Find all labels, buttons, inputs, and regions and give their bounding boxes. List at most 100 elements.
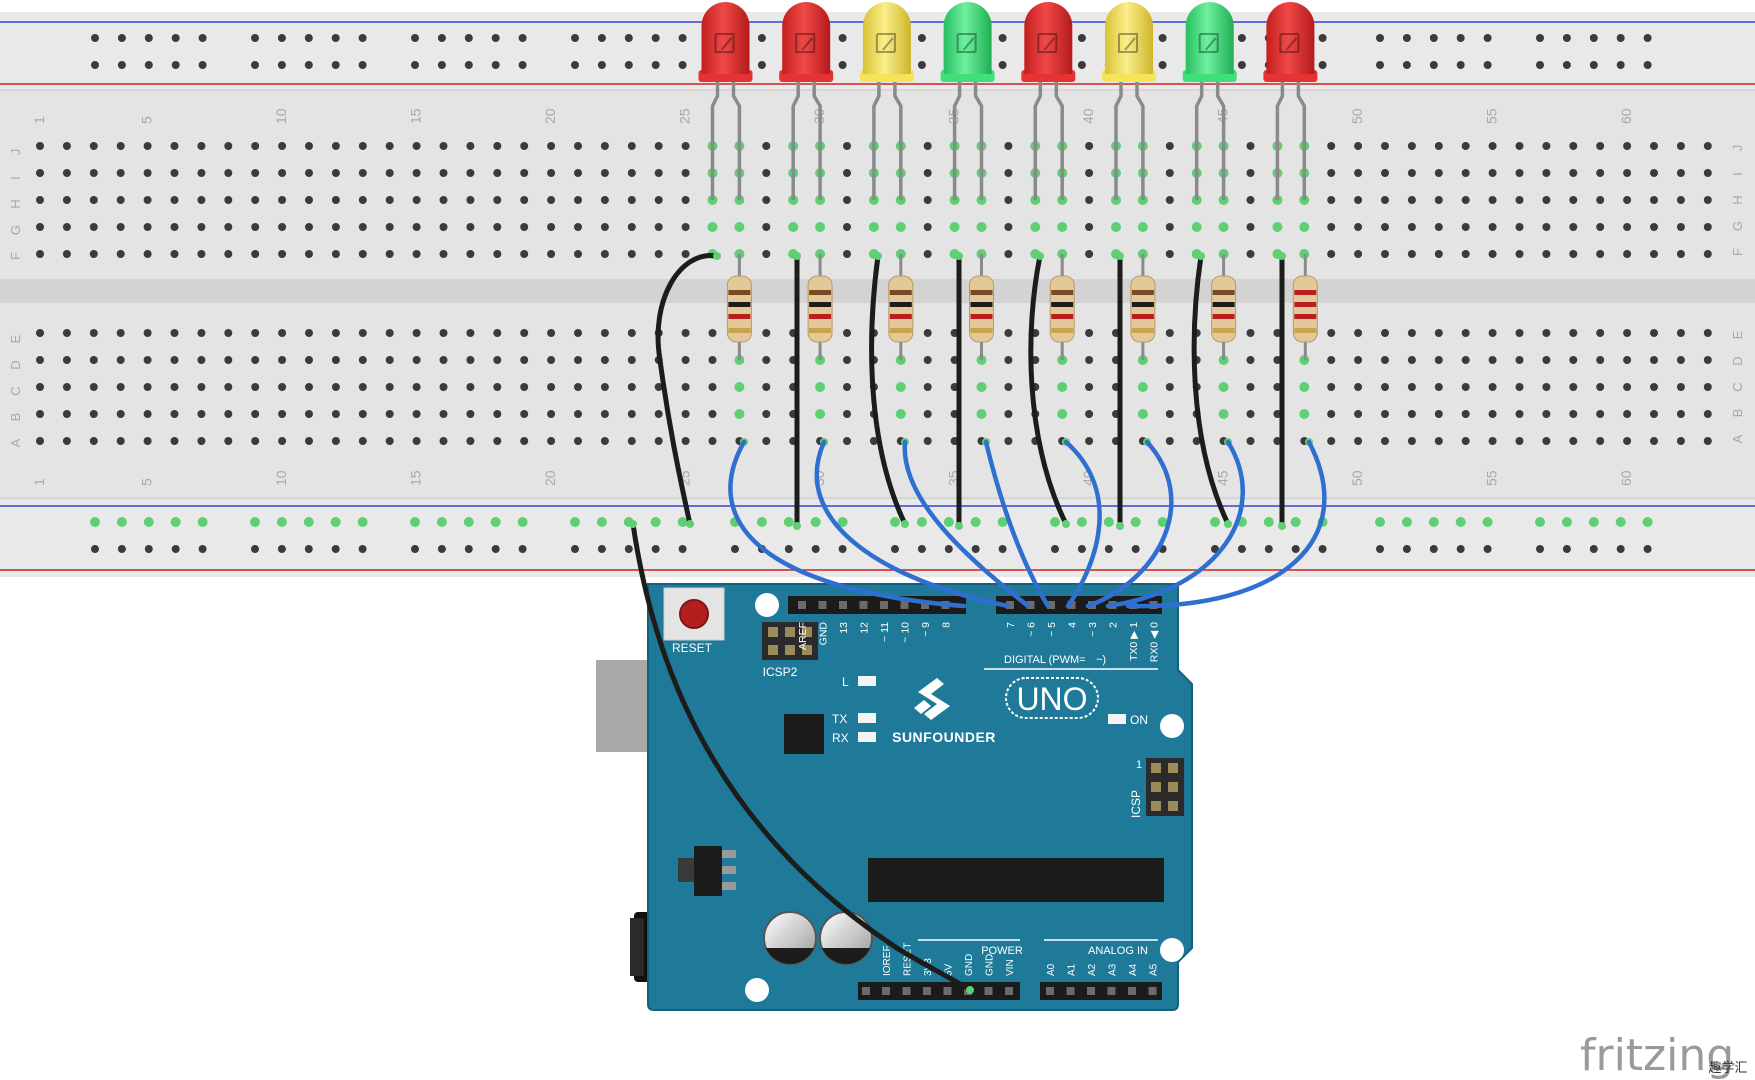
breadboard-hole[interactable]	[62, 169, 71, 177]
breadboard-hole[interactable]	[574, 356, 582, 364]
breadboard-hole[interactable]	[1381, 196, 1389, 204]
rail-hole[interactable]	[810, 517, 821, 527]
breadboard-hole[interactable]	[1488, 329, 1497, 337]
rail-hole[interactable]	[891, 545, 899, 553]
breadboard-hole[interactable]	[1085, 356, 1094, 364]
rail-hole[interactable]	[1483, 61, 1492, 69]
breadboard-hole[interactable]	[89, 196, 98, 204]
breadboard-hole[interactable]	[1623, 250, 1632, 258]
breadboard-hole[interactable]	[762, 383, 771, 391]
rail-hole[interactable]	[331, 545, 340, 553]
rail-hole[interactable]	[411, 545, 419, 553]
breadboard-hole[interactable]	[36, 329, 44, 337]
breadboard-hole[interactable]	[466, 142, 475, 150]
breadboard-hole[interactable]	[331, 356, 340, 364]
header-pin[interactable]	[900, 601, 909, 609]
breadboard-hole[interactable]	[1461, 437, 1470, 445]
rail-hole[interactable]	[358, 34, 367, 42]
breadboard-hole[interactable]	[1542, 142, 1551, 150]
breadboard-hole[interactable]	[1407, 410, 1416, 418]
breadboard-hole[interactable]	[1434, 196, 1443, 204]
breadboard-hole[interactable]	[681, 383, 690, 391]
breadboard-hole[interactable]	[815, 222, 826, 232]
header-pin[interactable]	[923, 987, 931, 995]
breadboard-hole[interactable]	[1246, 169, 1255, 177]
rail-hole[interactable]	[997, 517, 1008, 527]
breadboard-hole[interactable]	[681, 410, 690, 418]
rail-hole[interactable]	[331, 34, 340, 42]
breadboard-hole[interactable]	[1004, 196, 1013, 204]
rail-hole[interactable]	[463, 517, 474, 527]
breadboard-hole[interactable]	[520, 410, 529, 418]
breadboard-hole[interactable]	[762, 196, 771, 204]
header-pin[interactable]	[839, 601, 847, 609]
breadboard-hole[interactable]	[62, 356, 71, 364]
breadboard-hole[interactable]	[815, 382, 826, 392]
breadboard-hole[interactable]	[170, 356, 179, 364]
breadboard-hole[interactable]	[36, 437, 44, 445]
breadboard-hole[interactable]	[1515, 196, 1524, 204]
breadboard-hole[interactable]	[116, 329, 125, 337]
breadboard-hole[interactable]	[412, 196, 421, 204]
breadboard-hole[interactable]	[143, 142, 152, 150]
rail-hole[interactable]	[1076, 517, 1087, 527]
rail-hole[interactable]	[1210, 517, 1220, 527]
rail-hole[interactable]	[411, 34, 419, 42]
breadboard-hole[interactable]	[1407, 383, 1416, 391]
breadboard-hole[interactable]	[197, 142, 206, 150]
breadboard-hole[interactable]	[1461, 223, 1470, 231]
rail-hole[interactable]	[917, 34, 926, 42]
breadboard-hole[interactable]	[1381, 356, 1389, 364]
breadboard-hole[interactable]	[62, 410, 71, 418]
breadboard-hole[interactable]	[1327, 250, 1336, 258]
rail-hole[interactable]	[624, 34, 633, 42]
breadboard-hole[interactable]	[1703, 169, 1712, 177]
breadboard-hole[interactable]	[466, 169, 475, 177]
breadboard-hole[interactable]	[89, 329, 98, 337]
breadboard-hole[interactable]	[574, 329, 582, 337]
breadboard-hole[interactable]	[1381, 329, 1389, 337]
breadboard-hole[interactable]	[1596, 329, 1605, 337]
breadboard-hole[interactable]	[1137, 409, 1148, 419]
breadboard-hole[interactable]	[170, 410, 179, 418]
signal-wire[interactable]	[1105, 439, 1246, 609]
breadboard-hole[interactable]	[197, 329, 206, 337]
breadboard-hole[interactable]	[708, 329, 717, 337]
rail-hole[interactable]	[1131, 545, 1140, 553]
breadboard-hole[interactable]	[843, 356, 851, 364]
breadboard-hole[interactable]	[1085, 329, 1094, 337]
rail-hole[interactable]	[678, 61, 687, 69]
breadboard-hole[interactable]	[520, 250, 529, 258]
breadboard-hole[interactable]	[251, 383, 260, 391]
breadboard-hole[interactable]	[331, 437, 340, 445]
breadboard-hole[interactable]	[1246, 383, 1255, 391]
breadboard-hole[interactable]	[1434, 356, 1443, 364]
breadboard-hole[interactable]	[708, 356, 717, 364]
breadboard-hole[interactable]	[547, 356, 556, 364]
rail-hole[interactable]	[1077, 61, 1086, 69]
rail-hole[interactable]	[144, 61, 153, 69]
breadboard-hole[interactable]	[762, 169, 771, 177]
rail-hole[interactable]	[491, 545, 500, 553]
header-pin[interactable]	[880, 601, 888, 609]
breadboard-hole[interactable]	[116, 250, 125, 258]
breadboard-hole[interactable]	[89, 142, 98, 150]
rail-hole[interactable]	[1051, 545, 1059, 553]
rail-hole[interactable]	[358, 545, 367, 553]
breadboard-hole[interactable]	[1381, 437, 1389, 445]
breadboard-hole[interactable]	[412, 250, 421, 258]
rail-hole[interactable]	[517, 517, 528, 527]
rail-hole[interactable]	[1401, 517, 1412, 527]
breadboard-hole[interactable]	[358, 410, 367, 418]
breadboard-hole[interactable]	[1246, 437, 1255, 445]
rail-hole[interactable]	[1318, 34, 1327, 42]
rail-hole[interactable]	[571, 61, 579, 69]
breadboard-hole[interactable]	[143, 356, 152, 364]
breadboard-hole[interactable]	[923, 142, 932, 150]
breadboard-hole[interactable]	[62, 437, 71, 445]
rail-hole[interactable]	[1589, 34, 1598, 42]
breadboard-hole[interactable]	[1542, 169, 1551, 177]
breadboard-hole[interactable]	[600, 329, 609, 337]
breadboard-hole[interactable]	[224, 196, 233, 204]
breadboard-hole[interactable]	[358, 356, 367, 364]
